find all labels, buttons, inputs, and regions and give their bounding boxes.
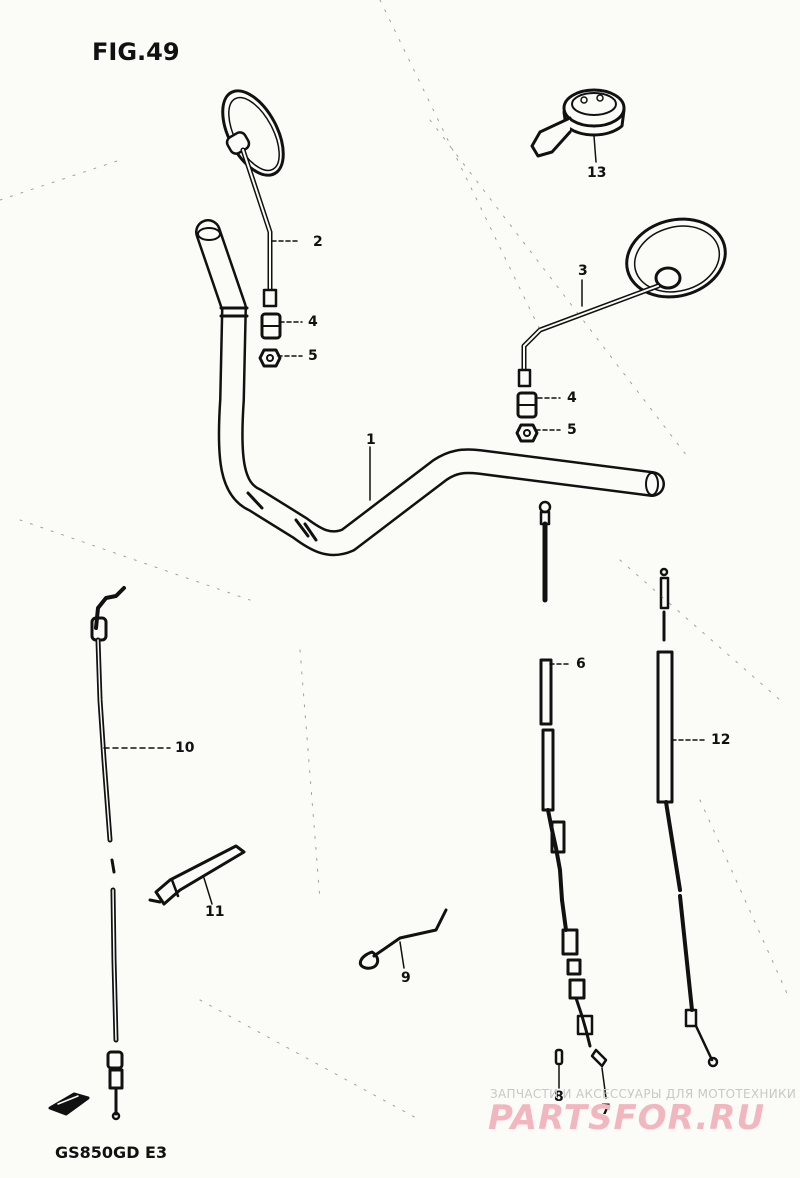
throttle-fitting-part-13 xyxy=(530,88,626,158)
clamp-part-11 xyxy=(148,844,246,906)
callout-label-6: 6 xyxy=(576,656,586,672)
wire-clip-part-9 xyxy=(358,908,448,970)
right-mirror-nut-part-5 xyxy=(515,423,539,443)
callout-label-13: 13 xyxy=(587,165,607,181)
callout-label-4-right: 4 xyxy=(567,390,577,406)
callout-label-3: 3 xyxy=(578,263,588,279)
scan-noise xyxy=(0,0,791,1121)
handlebar-part-1 xyxy=(195,219,665,557)
callout-label-2: 2 xyxy=(313,234,323,250)
cable-end-pin-part-8 xyxy=(554,1048,564,1066)
callout-label-9: 9 xyxy=(401,970,411,986)
left-mirror-adapter-part-4 xyxy=(260,312,282,340)
callout-label-5-right: 5 xyxy=(567,422,577,438)
watermark-caption: ЗАПЧАСТИ И АКСЕССУАРЫ ДЛЯ МОТОТЕХНИКИ xyxy=(490,1087,797,1101)
callout-label-7: 7 xyxy=(601,1102,611,1118)
callout-label-8: 8 xyxy=(554,1089,564,1105)
callout-label-10: 10 xyxy=(175,740,195,756)
cable-part-12 xyxy=(656,567,719,1068)
right-mirror-adapter-part-4 xyxy=(516,391,538,419)
left-mirror-nut-part-5 xyxy=(258,348,282,368)
callout-label-5-left: 5 xyxy=(308,348,318,364)
callout-leader-lines xyxy=(103,135,705,1099)
figure-title: FIG.49 xyxy=(92,38,180,66)
right-mirror-part-3 xyxy=(517,217,727,388)
throttle-cable-part-10 xyxy=(90,586,126,1121)
left-mirror-part-2 xyxy=(221,89,285,308)
callout-label-12: 12 xyxy=(711,732,731,748)
callout-label-1: 1 xyxy=(366,432,376,448)
clutch-cable-part-6 xyxy=(538,500,594,1048)
callout-label-11: 11 xyxy=(205,904,225,920)
watermark-logo: PARTSFOR.RU xyxy=(488,1098,766,1138)
cable-end-pin-part-7 xyxy=(590,1048,608,1068)
model-code-label: GS850GD E3 xyxy=(55,1143,168,1162)
book-reference-icon xyxy=(48,1092,90,1116)
callout-label-4-left: 4 xyxy=(308,314,318,330)
